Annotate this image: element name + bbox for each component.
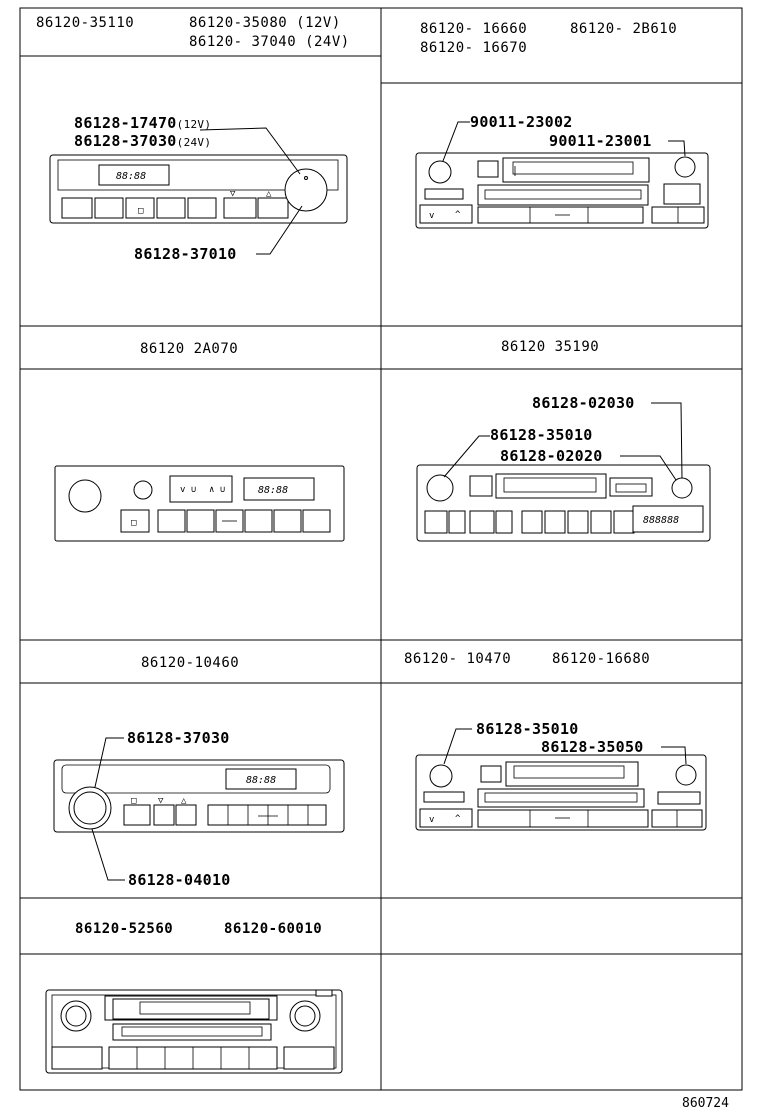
callout-label: 86128-37030(24V): [74, 132, 211, 150]
callout-label: 86128-04010: [128, 871, 231, 889]
part-number: 86120- 2B610: [570, 21, 677, 37]
callout-label: 86128-35010: [476, 720, 579, 738]
svg-text:▽: ▽: [158, 796, 164, 806]
knob: [675, 764, 697, 786]
lcd-display: 88:88: [258, 485, 288, 496]
volume-knob: [68, 479, 102, 513]
svg-text:□: □: [131, 796, 137, 806]
callout-label: 86128-35050: [541, 738, 644, 756]
part-number: 86120- 10470: [404, 651, 511, 667]
part-number: 86120-35080 (12V): [189, 15, 341, 31]
cell-5-header: 86120-10460: [141, 655, 239, 671]
part-number: 86120- 16670: [420, 40, 527, 56]
preset-button-row: [61, 197, 289, 219]
svg-text:△: △: [266, 189, 272, 199]
cell-6-callouts: 86128-35010 86128-35050: [443, 720, 687, 765]
svg-text:v ∪: v ∪: [180, 485, 196, 495]
cell-5-callouts: 86128-37030 86128-04010: [91, 729, 231, 889]
radio-unit-7: [45, 989, 343, 1074]
cell-2-callouts: 90011-23002 90011-23001: [442, 113, 686, 162]
callout-label: 86128-37030: [127, 729, 230, 747]
lcd-display: 888888: [643, 515, 679, 526]
lcd-display: 88:88: [116, 171, 146, 182]
cell-4-callouts: 86128-02030 86128-35010 86128-02020: [443, 394, 683, 481]
part-number: 86120-60010: [224, 921, 322, 937]
radio-unit-4: 888888: [416, 464, 711, 542]
radio-unit-2: v ^: [415, 152, 709, 229]
radio-unit-5: 88:88 □ ▽ △: [53, 759, 345, 833]
knob: [289, 1000, 321, 1032]
radio-unit-6: v ^: [415, 754, 707, 831]
callout-label: 86128-35010: [490, 426, 593, 444]
volume-knob: [68, 786, 112, 830]
knob: [133, 480, 153, 500]
figure-code: 860724: [682, 1096, 729, 1111]
callout-label: 86128-37010: [134, 245, 237, 263]
cell-3-header: 86120 2A070: [140, 341, 238, 357]
cell-2-header: 86120- 16660 86120- 2B610 86120- 16670: [420, 21, 677, 56]
part-number: 86120-35110: [36, 15, 134, 31]
svg-text:^: ^: [455, 210, 461, 220]
part-number: 86120- 37040 (24V): [189, 34, 350, 50]
svg-text:v: v: [429, 211, 434, 221]
radio-unit-1: 88:88 □ ▽ △: [49, 154, 348, 224]
cell-7-header: 86120-52560 86120-60010: [75, 921, 322, 937]
callout-label: 86128-02030: [532, 394, 635, 412]
knob: [60, 1000, 92, 1032]
svg-text:△: △: [181, 796, 187, 806]
cell-6-header: 86120- 10470 86120-16680: [404, 651, 650, 667]
lcd-display: 88:88: [246, 775, 276, 786]
radio-unit-3: v ∪ ∧ ∪ 88:88 □: [54, 465, 345, 542]
callout-label: 86128-17470(12V): [74, 114, 211, 132]
svg-text:□: □: [131, 518, 137, 528]
knob: [674, 156, 696, 178]
part-number: 86120-16680: [552, 651, 650, 667]
svg-text:∧ ∪: ∧ ∪: [209, 485, 225, 495]
knob: [428, 160, 452, 184]
volume-knob: [284, 168, 328, 212]
svg-text:v: v: [429, 815, 434, 825]
cell-1-callouts: 86128-17470(12V) 86128-37030(24V) 86128-…: [74, 114, 303, 263]
knob: [426, 474, 454, 502]
cell-1-header: 86120-35110 86120-35080 (12V) 86120- 370…: [36, 15, 350, 50]
part-number: 86120- 16660: [420, 21, 527, 37]
knob: [671, 477, 693, 499]
callout-label: 90011-23001: [549, 132, 652, 150]
svg-text:^: ^: [455, 814, 461, 824]
cell-4-header: 86120 35190: [501, 339, 599, 355]
callout-label: 86128-02020: [500, 447, 603, 465]
svg-text:□: □: [138, 206, 144, 216]
grid-frame: [19, 7, 743, 1091]
svg-text:▽: ▽: [230, 189, 236, 199]
part-number: 86120-52560: [75, 921, 173, 937]
knob: [429, 764, 453, 788]
callout-label: 90011-23002: [470, 113, 573, 131]
